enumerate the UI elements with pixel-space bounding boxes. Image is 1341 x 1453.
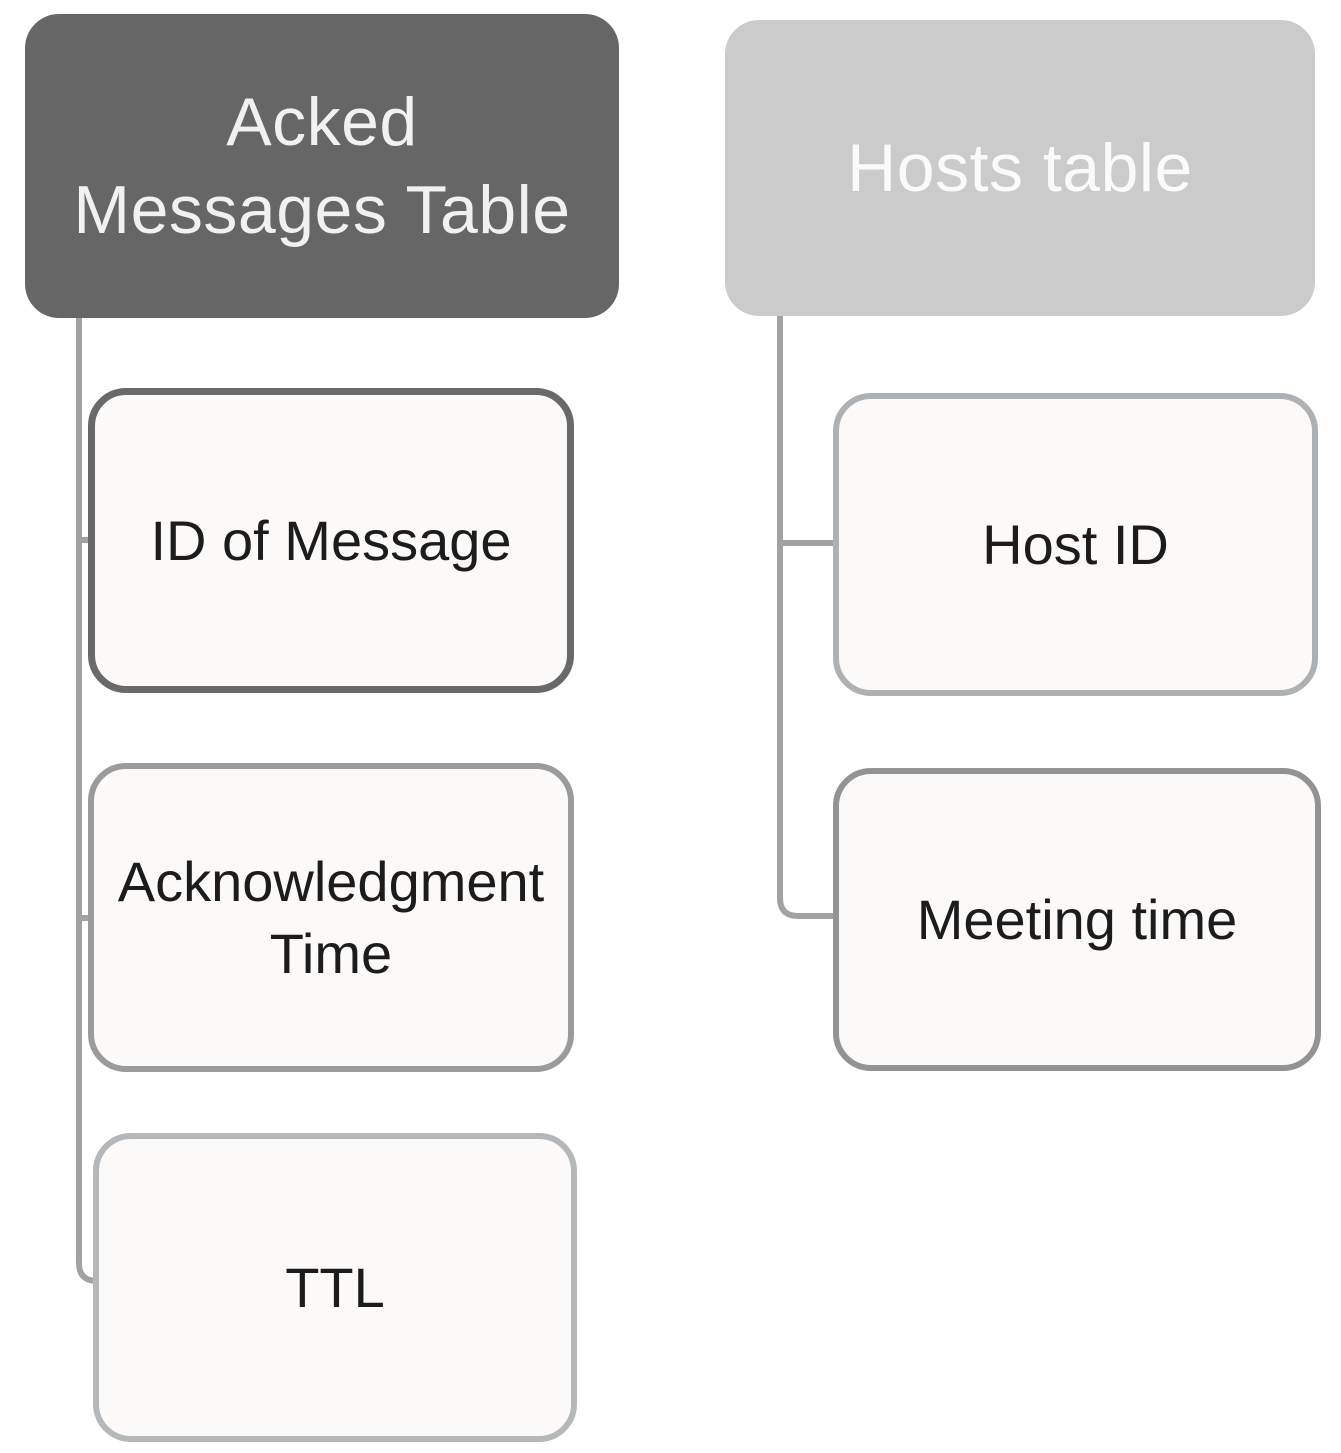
- node-meeting-time: Meeting time: [833, 768, 1321, 1071]
- node-ttl: TTL: [93, 1133, 577, 1442]
- node-id-of-message: ID of Message: [88, 388, 574, 693]
- node-host-id-label: Host ID: [982, 512, 1169, 576]
- node-host-id: Host ID: [833, 393, 1318, 696]
- node-meeting-time-label: Meeting time: [916, 887, 1238, 951]
- right-tree-connector: [777, 316, 837, 919]
- node-id-of-message-label: ID of Message: [150, 508, 512, 572]
- hosts-table-header-label: Hosts table: [847, 129, 1193, 206]
- hosts-table-header: Hosts table: [725, 20, 1315, 316]
- node-ttl-label: TTL: [285, 1255, 385, 1319]
